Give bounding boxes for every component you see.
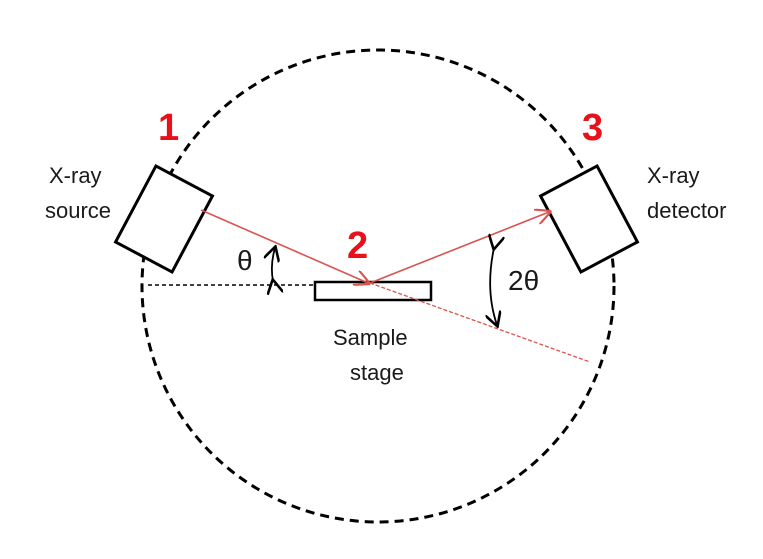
theta-label: θ <box>237 245 253 276</box>
x-ray-detector-box <box>538 163 640 275</box>
source-label-line1: X-ray <box>49 163 102 188</box>
sample-number-label: 2 <box>347 225 368 267</box>
detector-number-label: 3 <box>582 107 603 149</box>
incident-beam <box>200 209 368 283</box>
source-label-line2: source <box>45 198 111 223</box>
sample-label-line2: stage <box>350 360 404 385</box>
theta-angle-arc <box>272 248 275 281</box>
sample-label-line1: Sample <box>333 325 408 350</box>
detector-label-line1: X-ray <box>647 163 700 188</box>
source-number-label: 1 <box>158 107 179 149</box>
goniometer-circle <box>140 48 616 524</box>
diffracted-beam <box>369 212 549 284</box>
two-theta-label: 2θ <box>508 265 539 296</box>
two-theta-angle-arc <box>490 248 497 325</box>
undeviated-beam-line <box>369 282 591 363</box>
detector-label-line2: detector <box>647 198 727 223</box>
x-ray-source-box <box>113 163 215 275</box>
